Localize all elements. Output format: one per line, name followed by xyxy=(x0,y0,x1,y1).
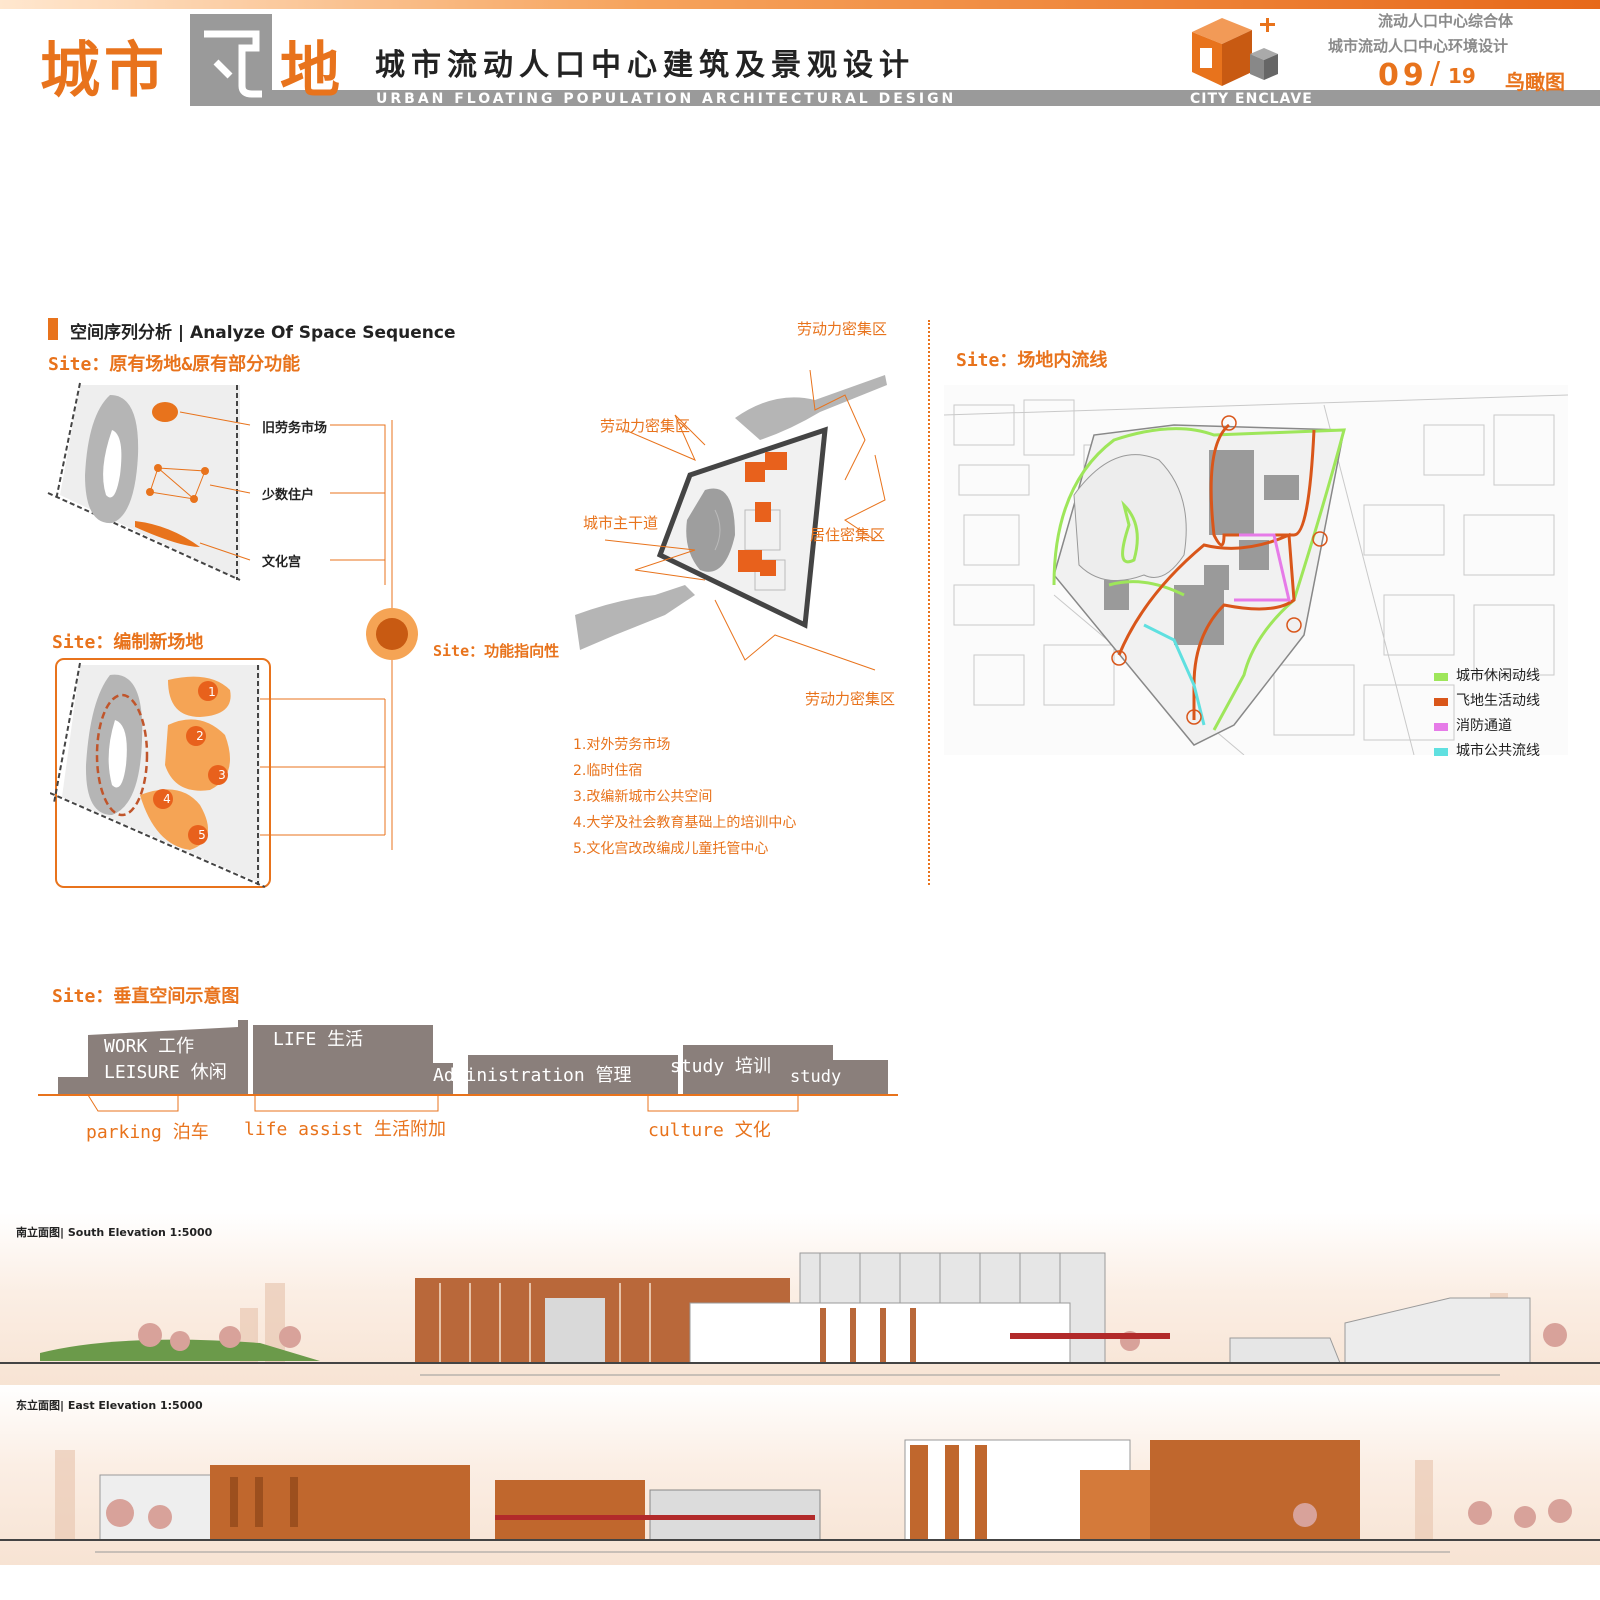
function-item: 4.大学及社会教育基础上的培训中心 xyxy=(573,815,797,831)
subtitle-en: URBAN FLOATING POPULATION ARCHITECTURAL … xyxy=(376,91,957,107)
legend-label: 飞地生活动线 xyxy=(1456,693,1540,709)
legend-item-leisure: 城市休闲动线 xyxy=(1434,664,1540,689)
block-life: LIFE 生活 xyxy=(273,1029,364,1050)
label-cultural-palace: 文化宫 xyxy=(262,555,302,570)
function-list: 1.对外劳务市场 2.临时住宿 3.改编新城市公共空间 4.大学及社会教育基础上… xyxy=(573,732,796,862)
original-site-diagram xyxy=(47,382,386,585)
south-elevation-label: 南立面图| South Elevation 1:5000 xyxy=(16,1226,213,1239)
new-site-title: Site：编制新场地 xyxy=(52,632,204,653)
block-work: WORK 工作 xyxy=(104,1036,195,1057)
vertical-title: Site：垂直空间示意图 xyxy=(52,986,240,1007)
header-grey-band xyxy=(190,90,1600,106)
map-label-labour-1: 劳动力密集区 xyxy=(797,320,888,338)
map-label-labour-2: 劳动力密集区 xyxy=(600,417,691,435)
zone-3: 3 xyxy=(218,768,226,782)
sequence-connector xyxy=(366,420,418,850)
header-top-stripe xyxy=(0,0,1600,9)
function-item: 3.改编新城市公共空间 xyxy=(573,789,713,805)
zone-5: 5 xyxy=(198,828,206,842)
block-leisure: LEISURE 休闲 xyxy=(104,1062,227,1083)
city-enclave-logo-icon xyxy=(1192,18,1278,86)
legend-item-fire: 消防通道 xyxy=(1434,714,1540,739)
circulation-legend: 城市休闲动线 飞地生活动线 消防通道 城市公共流线 xyxy=(1434,664,1540,764)
title-city: 城市 xyxy=(40,36,168,106)
circulation-map xyxy=(944,385,1568,755)
title-land: 地 xyxy=(280,36,344,106)
original-site-title: Site：原有场地&原有部分功能 xyxy=(48,354,301,375)
subtitle-cn: 城市流动人口中心建筑及景观设计 xyxy=(375,48,915,83)
south-elevation-drawing xyxy=(0,1252,1600,1376)
east-elevation-label: 东立面图| East Elevation 1:5000 xyxy=(16,1399,203,1412)
divider xyxy=(928,320,930,885)
page-slash: / xyxy=(1430,56,1441,91)
legend-swatch-icon xyxy=(1434,722,1448,731)
block-study-2: study xyxy=(790,1067,842,1087)
vertical-section-diagram xyxy=(38,1020,898,1112)
function-item: 5.文化宫改改编成儿童托管中心 xyxy=(573,841,769,857)
project-line-1: 流动人口中心综合体 xyxy=(1378,12,1514,30)
block-study: study 培训 xyxy=(670,1056,772,1077)
label-parking: parking 泊车 xyxy=(86,1122,209,1143)
label-culture: culture 文化 xyxy=(648,1120,771,1141)
title-fei-glyph-icon xyxy=(190,14,272,106)
page-number: 09 xyxy=(1378,58,1428,93)
logo-text: CITY ENCLAVE xyxy=(1190,91,1313,107)
legend-item-life: 飞地生活动线 xyxy=(1434,689,1540,714)
page-total: 19 xyxy=(1448,64,1476,88)
function-item: 2.临时住宿 xyxy=(573,763,643,779)
zone-4: 4 xyxy=(163,792,171,806)
section-title: 空间序列分析 | Analyze Of Space Sequence xyxy=(70,323,456,343)
circulation-title: Site：场地内流线 xyxy=(956,350,1108,371)
legend-swatch-icon xyxy=(1434,747,1448,756)
zone-1: 1 xyxy=(208,685,216,699)
function-item: 1.对外劳务市场 xyxy=(573,737,671,753)
legend-label: 城市休闲动线 xyxy=(1456,668,1540,684)
label-few-residents: 少数住户 xyxy=(262,488,315,503)
map-label-labour-3: 劳动力密集区 xyxy=(805,690,896,708)
map-label-residential: 居住密集区 xyxy=(810,526,886,544)
section-marker xyxy=(48,318,58,340)
zone-2: 2 xyxy=(196,729,204,743)
legend-label: 城市公共流线 xyxy=(1456,743,1540,759)
block-admin: Administration 管理 xyxy=(433,1065,632,1086)
east-elevation-drawing xyxy=(0,1439,1600,1553)
label-old-labour-market: 旧劳务市场 xyxy=(262,421,328,436)
page-label: 鸟瞰图 xyxy=(1505,70,1565,94)
function-title: Site：功能指向性 xyxy=(433,642,560,660)
project-line-2: 城市流动人口中心环境设计 xyxy=(1328,37,1509,55)
label-life-assist: life assist 生活附加 xyxy=(244,1119,447,1140)
new-site-diagram xyxy=(50,658,386,888)
legend-swatch-icon xyxy=(1434,672,1448,681)
map-label-main-road: 城市主干道 xyxy=(583,514,659,532)
legend-item-public: 城市公共流线 xyxy=(1434,739,1540,764)
legend-label: 消防通道 xyxy=(1456,718,1512,734)
legend-swatch-icon xyxy=(1434,697,1448,706)
function-map xyxy=(575,370,887,671)
